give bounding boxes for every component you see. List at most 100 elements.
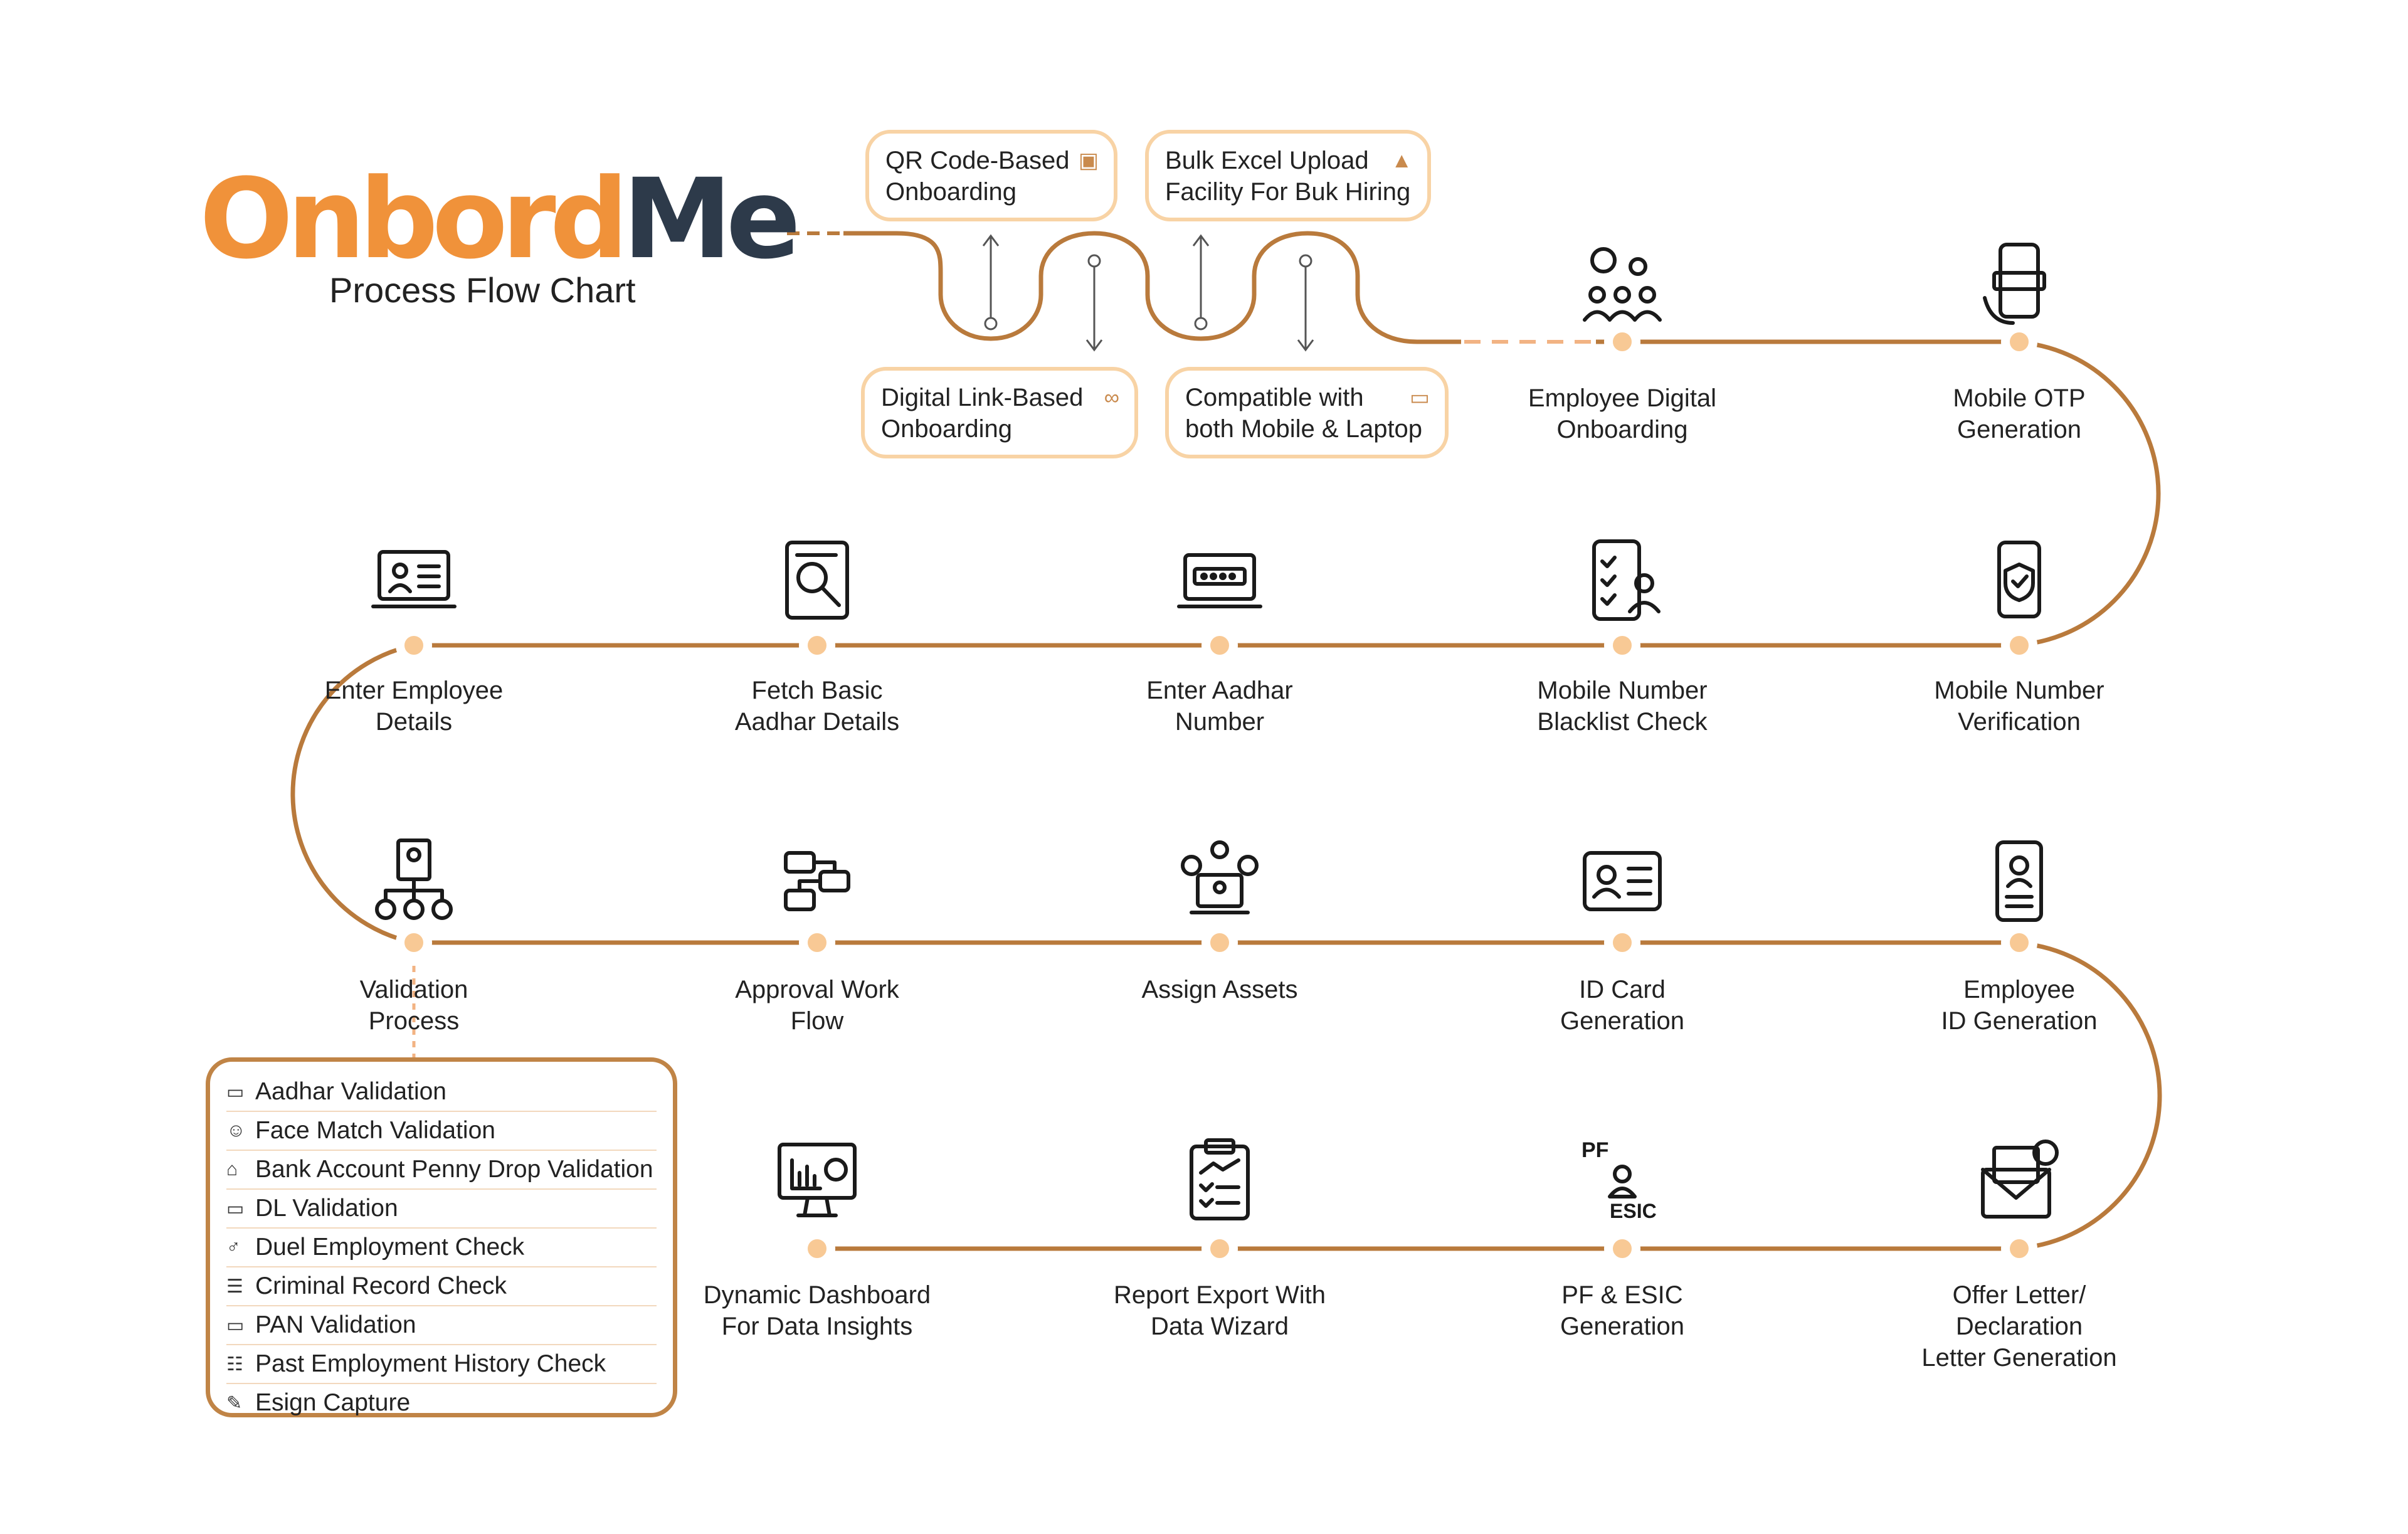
- team-gear-icon: [1583, 247, 1662, 322]
- step-node: [799, 924, 835, 961]
- validation-item-label: Face Match Validation: [255, 1117, 495, 1144]
- assets-laptop-icon: [1181, 840, 1259, 914]
- bank-icon: ⌂: [226, 1159, 238, 1180]
- upload-icon: ▲: [1391, 149, 1412, 172]
- feature-arrows: [982, 234, 1314, 352]
- svg-text:PF: PF: [1582, 1138, 1608, 1162]
- brand-logo: OnbordMe: [199, 164, 801, 275]
- logo-me: Me: [622, 155, 801, 283]
- validation-tree-icon: [375, 838, 453, 920]
- validation-item-label: Esign Capture: [255, 1389, 411, 1416]
- aadhar-card-icon: ▭: [226, 1081, 245, 1103]
- step-node: [1201, 924, 1238, 961]
- mobile-shield-icon: [1997, 541, 2041, 618]
- validation-item-label: Bank Account Penny Drop Validation: [255, 1156, 653, 1183]
- validation-item: ☷ Past Employment History Check: [226, 1345, 657, 1384]
- step-label: Assign Assets: [1141, 976, 1298, 1003]
- document-search-icon: [785, 541, 849, 620]
- validation-item: ▭ PAN Validation: [226, 1306, 657, 1345]
- validation-item: ✎ Esign Capture: [226, 1384, 657, 1422]
- validation-item: ☰ Criminal Record Check: [226, 1267, 657, 1306]
- validation-item: ⌂ Bank Account Penny Drop Validation: [226, 1151, 657, 1190]
- link-icon: ∞: [1104, 386, 1119, 410]
- validation-item-label: Criminal Record Check: [255, 1272, 507, 1299]
- logo-onbord: Onbord: [199, 155, 629, 283]
- step-node: [799, 1230, 835, 1267]
- step-node: [1604, 924, 1640, 961]
- step-node: [1604, 324, 1640, 360]
- validation-box: ▭ Aadhar Validation ☺ Face Match Validation…: [206, 1057, 677, 1417]
- validation-item: ▭ DL Validation: [226, 1190, 657, 1229]
- pan-card-icon: ▭: [226, 1314, 245, 1336]
- step-icons: PF ESIC: [371, 243, 2059, 1222]
- main-flow-path: [290, 339, 2162, 1251]
- step-node: [2001, 924, 2037, 961]
- validation-item: ▭ Aadhar Validation: [226, 1073, 657, 1112]
- employee-badge-icon: [1995, 840, 2043, 922]
- validation-list: ▭ Aadhar Validation ☺ Face Match Validation…: [226, 1073, 657, 1422]
- step-node: [2001, 627, 2037, 664]
- feature-path: [843, 231, 1461, 344]
- step-node: [799, 627, 835, 664]
- validation-item-label: Aadhar Validation: [255, 1078, 446, 1105]
- validation-item-label: DL Validation: [255, 1195, 398, 1222]
- step-node: [396, 924, 432, 961]
- step-node: [2001, 1230, 2037, 1267]
- step-node: [1604, 627, 1640, 664]
- step-node: [1604, 1230, 1640, 1267]
- validation-item-label: Past Employment History Check: [255, 1350, 606, 1377]
- face-scan-icon: ☺: [226, 1120, 246, 1141]
- pf-esic-icon: PF ESIC: [1582, 1138, 1657, 1222]
- checklist-user-icon: [1592, 539, 1661, 621]
- svg-text:ESIC: ESIC: [1610, 1200, 1657, 1222]
- dashboard-monitor-icon: [778, 1143, 857, 1217]
- id-card-icon: [1583, 851, 1662, 911]
- validation-item: ☺ Face Match Validation: [226, 1112, 657, 1151]
- pen-icon: ✎: [226, 1392, 243, 1414]
- step-node: [2001, 324, 2037, 360]
- license-card-icon: ▭: [226, 1198, 245, 1219]
- page-subtitle: Process Flow Chart: [329, 270, 636, 310]
- offer-envelope-icon: [1981, 1140, 2059, 1219]
- laptop-profile-icon: [371, 550, 457, 608]
- password-laptop-icon: [1177, 553, 1262, 608]
- clipboard-report-icon: [1190, 1138, 1250, 1220]
- person-icon: ♂: [226, 1237, 241, 1257]
- devices-icon: ▭: [1409, 386, 1430, 410]
- qr-scan-icon: ▣: [1078, 149, 1099, 172]
- step-node: [396, 627, 432, 664]
- mobile-otp-icon: [1983, 243, 2046, 325]
- history-doc-icon: ☷: [226, 1353, 243, 1375]
- validation-item-label: PAN Validation: [255, 1311, 416, 1338]
- step-nodes: [396, 324, 2037, 1267]
- step-node: [1201, 627, 1238, 664]
- step-node: [1201, 1230, 1238, 1267]
- record-icon: ☰: [226, 1276, 243, 1297]
- validation-item: ♂ Duel Employment Check: [226, 1229, 657, 1267]
- validation-item-label: Duel Employment Check: [255, 1234, 525, 1261]
